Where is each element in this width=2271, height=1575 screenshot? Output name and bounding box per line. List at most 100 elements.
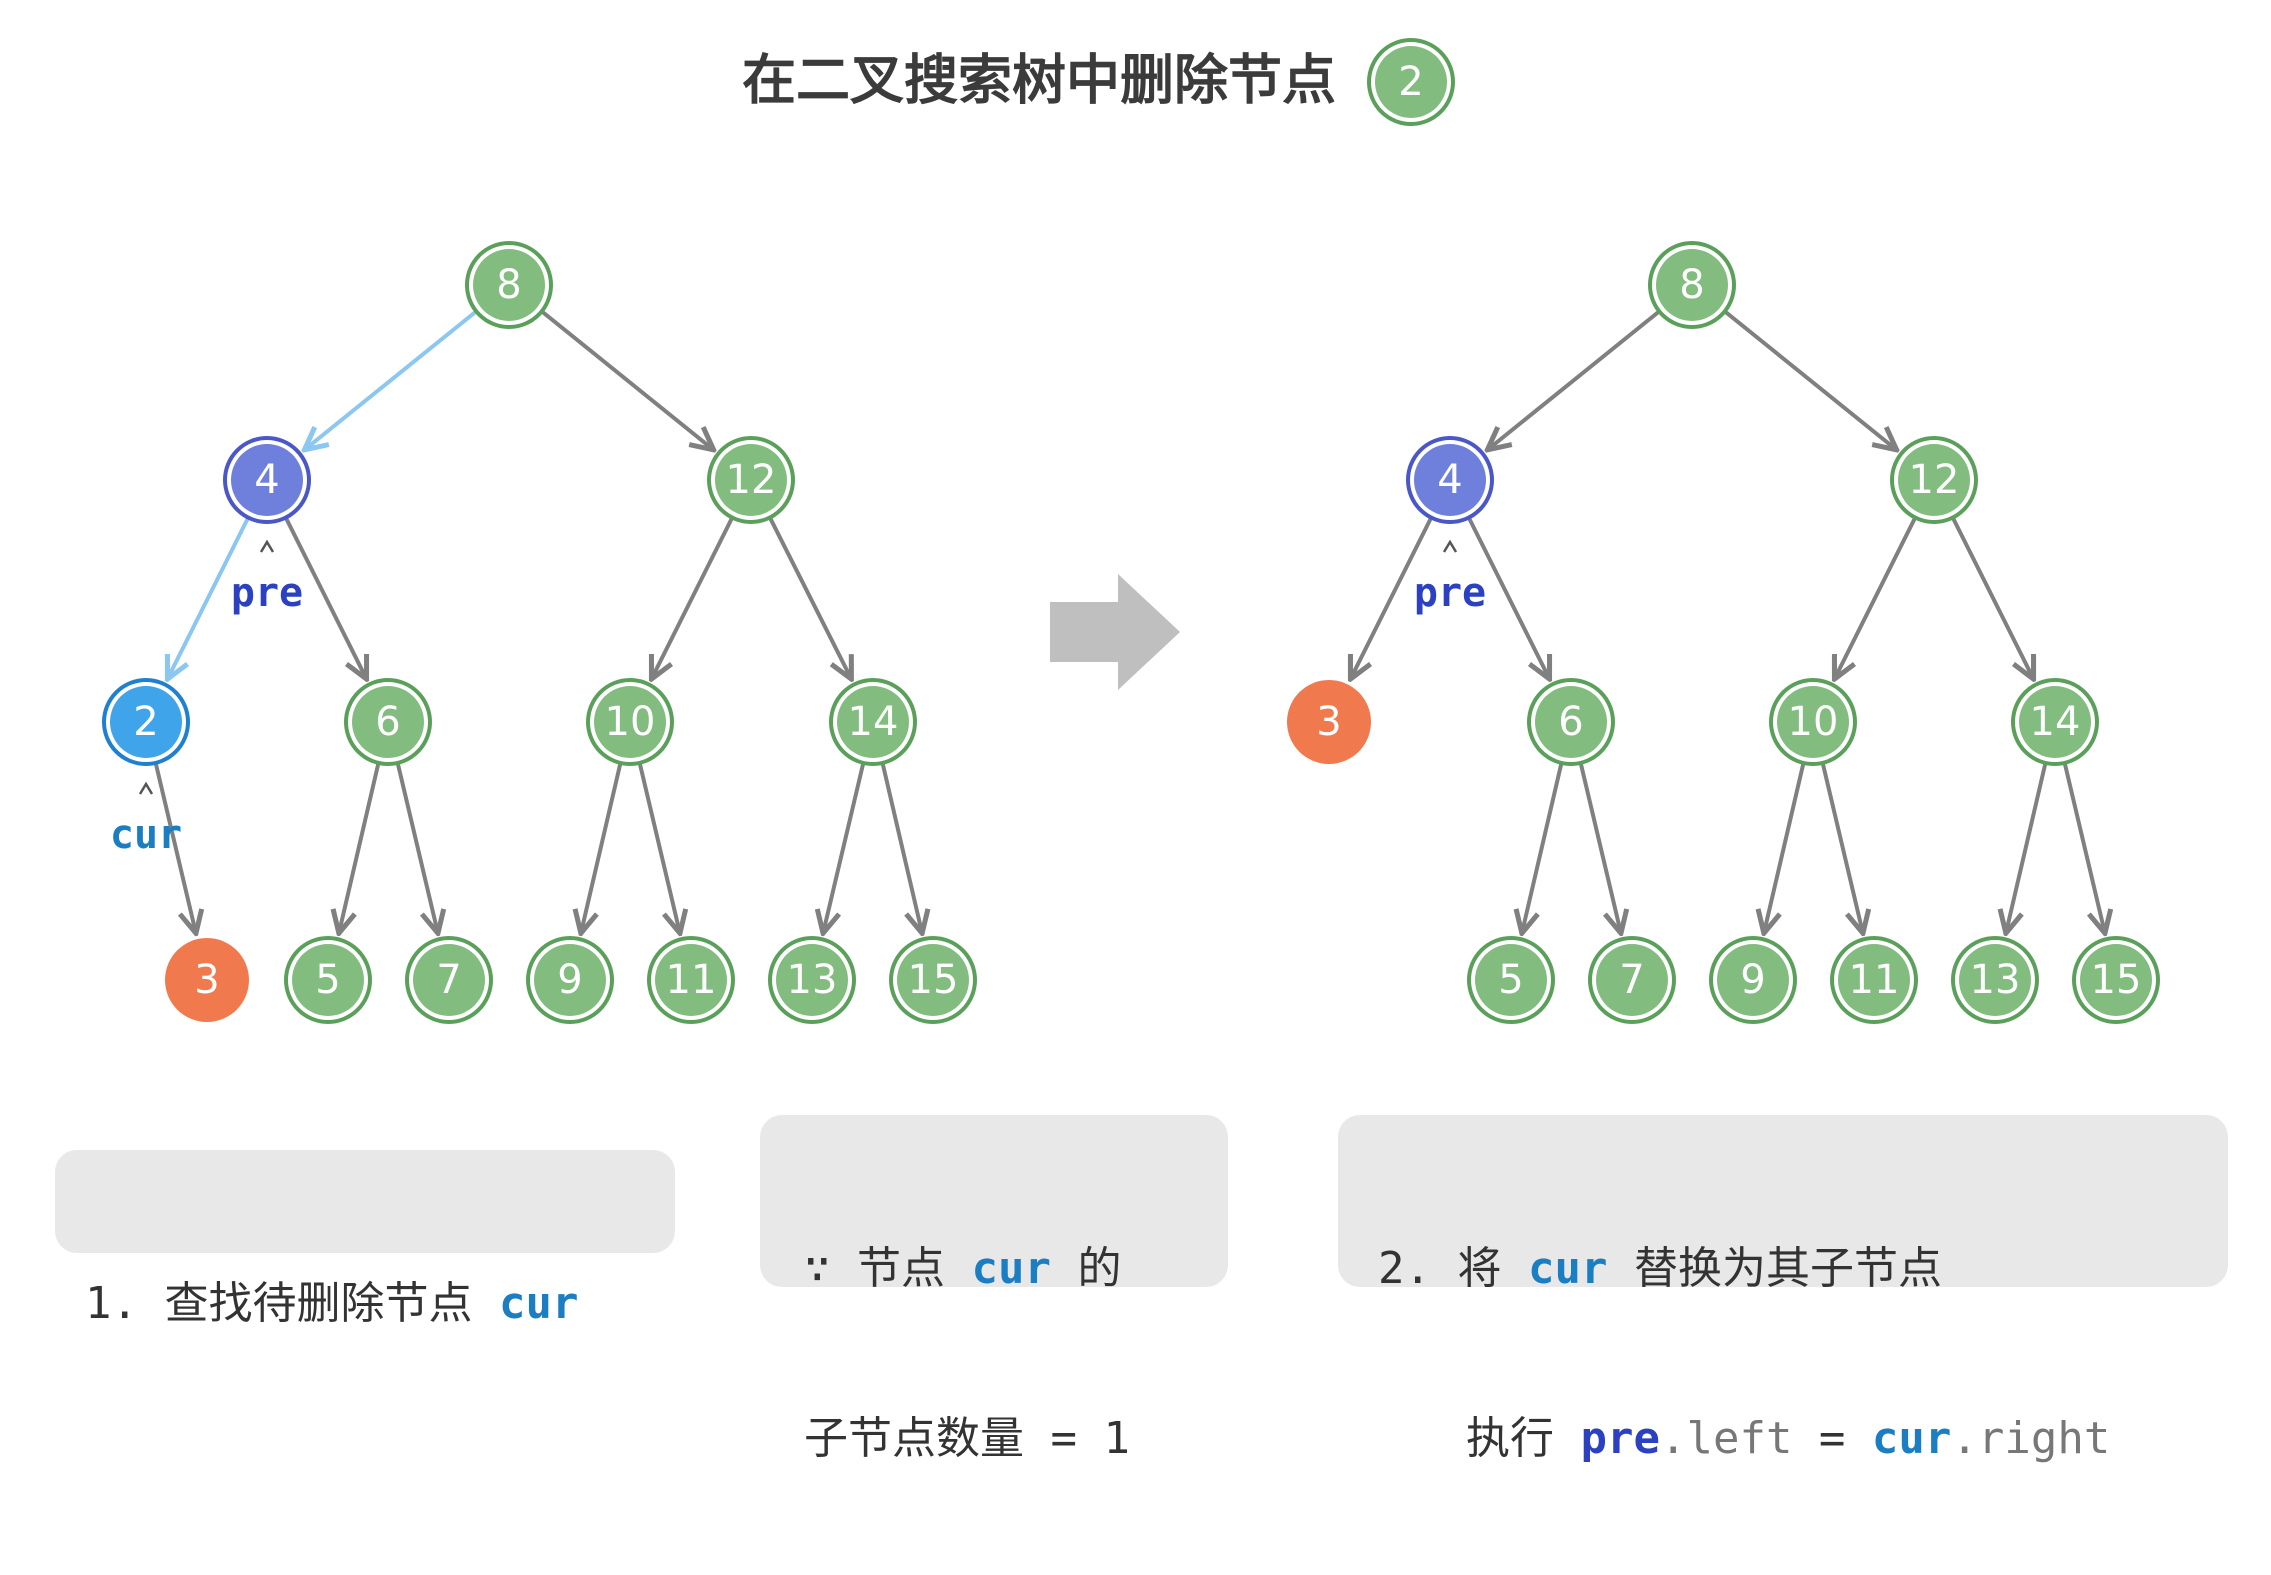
after-node-value: 6 <box>1558 699 1583 745</box>
step2-caption: 2. 将 cur 替换为其子节点 执行 pre.left = cur.right <box>1338 1115 2228 1464</box>
before-node-12: 12 <box>707 436 795 524</box>
after-node-15: 15 <box>2072 936 2160 1024</box>
before-node-3: 3 <box>165 938 249 1022</box>
before-node-13: 13 <box>768 936 856 1024</box>
before-node-value: 2 <box>133 699 158 745</box>
step2-pre-var: pre <box>1580 1413 1660 1464</box>
before-edge-12-14 <box>768 517 852 679</box>
before-node-value: 11 <box>666 957 717 1003</box>
after-node-value: 5 <box>1498 957 1523 1003</box>
before-node-value: 15 <box>908 957 959 1003</box>
after-node-value: 9 <box>1740 957 1765 1003</box>
after-node-9: 9 <box>1709 936 1797 1024</box>
after-node-value: 13 <box>1970 957 2021 1003</box>
before-node-2: 2 <box>102 678 190 766</box>
before-node-15: 15 <box>889 936 977 1024</box>
transition-arrow-icon <box>1050 574 1180 690</box>
after-node-value: 14 <box>2030 699 2081 745</box>
after-edge-14-13 <box>2006 762 2048 933</box>
step2-cur-var: cur <box>1527 1243 1608 1294</box>
after-edge-12-14 <box>1951 517 2034 679</box>
before-node-6: 6 <box>344 678 432 766</box>
step1-text: 1. 查找待删除节点 <box>85 1278 499 1329</box>
after-edge-6-5 <box>1522 762 1564 933</box>
after-edge-14-15 <box>2063 762 2105 933</box>
before-node-7: 7 <box>405 936 493 1024</box>
after-edge-10-11 <box>1821 762 1863 933</box>
before-node-value: 8 <box>496 262 521 308</box>
after-edge-12-10 <box>1834 517 1917 679</box>
before-node-14: 14 <box>829 678 917 766</box>
before-edge-10-11 <box>638 762 680 933</box>
after-edge-4-6 <box>1467 517 1550 679</box>
note-line1-prefix: ∵ 节点 <box>804 1243 972 1294</box>
after-tree: 8 4 12 3 6 10 14 5 7 9 11 13 15 pre <box>1287 241 2160 1024</box>
after-node-3: 3 <box>1287 680 1371 764</box>
before-node-value: 4 <box>254 457 279 503</box>
before-node-8: 8 <box>465 241 553 329</box>
before-cur-pointer-label: cur <box>110 812 182 858</box>
before-node-value: 5 <box>315 957 340 1003</box>
before-pre-pointer-caret-icon <box>259 539 275 553</box>
before-edge-4-6 <box>284 517 367 679</box>
after-edge-8-12 <box>1724 310 1896 450</box>
before-edge-10-9 <box>581 762 623 933</box>
note-line2: 子节点数量 = 1 <box>804 1413 1130 1464</box>
before-node-5: 5 <box>284 936 372 1024</box>
before-edge-4-2 <box>167 517 250 679</box>
before-node-4: 4 <box>223 436 311 524</box>
after-node-value: 12 <box>1909 457 1960 503</box>
after-node-value: 15 <box>2091 957 2142 1003</box>
after-node-value: 7 <box>1619 957 1644 1003</box>
note-caption: ∵ 节点 cur 的 子节点数量 = 1 <box>760 1115 1228 1464</box>
after-node-5: 5 <box>1467 936 1555 1024</box>
title-badge-value: 2 <box>1398 59 1423 105</box>
before-node-value: 6 <box>375 699 400 745</box>
before-node-value: 12 <box>726 457 777 503</box>
step2-cur-var2: cur <box>1871 1413 1952 1464</box>
after-node-value: 8 <box>1679 262 1704 308</box>
after-edge-8-4 <box>1487 310 1660 450</box>
before-edge-8-4 <box>304 310 477 450</box>
step2-equals: = <box>1792 1413 1872 1464</box>
before-node-value: 9 <box>557 957 582 1003</box>
after-pre-pointer-label: pre <box>1414 570 1486 616</box>
after-edge-6-7 <box>1579 762 1621 933</box>
diagram-stage: 在二叉搜索树中删除节点 2 8 4 12 2 6 10 14 3 5 7 9 11 13 15 pre cur… <box>55 38 2228 1464</box>
before-edge-12-10 <box>651 517 734 679</box>
before-node-value: 14 <box>848 699 899 745</box>
before-pre-pointer-label: pre <box>231 570 303 616</box>
diagram-canvas: 在二叉搜索树中删除节点 2 8 4 12 2 6 10 14 3 5 7 9 11 13 15 pre cur… <box>102 38 2160 1024</box>
before-node-value: 7 <box>436 957 461 1003</box>
step2-line1-suffix: 替换为其子节点 <box>1607 1243 1942 1294</box>
after-node-7: 7 <box>1588 936 1676 1024</box>
step2-line2-prefix: 执行 <box>1466 1413 1581 1464</box>
before-edge-2-3 <box>154 762 196 933</box>
step2-line1-prefix: 2. 将 <box>1378 1243 1528 1294</box>
before-cur-pointer-caret-icon <box>138 781 154 795</box>
before-tree: 8 4 12 2 6 10 14 3 5 7 9 11 13 15 pre cur <box>102 241 977 1024</box>
after-node-6: 6 <box>1527 678 1615 766</box>
before-node-11: 11 <box>647 936 735 1024</box>
after-node-value: 11 <box>1849 957 1900 1003</box>
after-node-value: 10 <box>1788 699 1839 745</box>
step1-cur-var: cur <box>498 1278 579 1329</box>
before-node-value: 3 <box>194 957 219 1003</box>
before-edge-6-5 <box>339 762 381 933</box>
before-edge-8-12 <box>541 310 713 450</box>
step2-right-field: .right <box>1951 1413 2111 1464</box>
step1-caption: 1. 查找待删除节点 cur <box>55 1150 675 1329</box>
after-node-value: 3 <box>1316 699 1341 745</box>
after-node-8: 8 <box>1648 241 1736 329</box>
title-badge-node: 2 <box>1367 38 1455 126</box>
after-node-value: 4 <box>1437 457 1462 503</box>
before-node-value: 10 <box>605 699 656 745</box>
diagram-title: 在二叉搜索树中删除节点 <box>742 49 1336 112</box>
step2-left-field: .left <box>1659 1413 1793 1464</box>
after-node-11: 11 <box>1830 936 1918 1024</box>
after-node-10: 10 <box>1769 678 1857 766</box>
before-edge-14-15 <box>880 762 922 933</box>
before-node-value: 13 <box>787 957 838 1003</box>
after-node-13: 13 <box>1951 936 2039 1024</box>
before-node-9: 9 <box>526 936 614 1024</box>
